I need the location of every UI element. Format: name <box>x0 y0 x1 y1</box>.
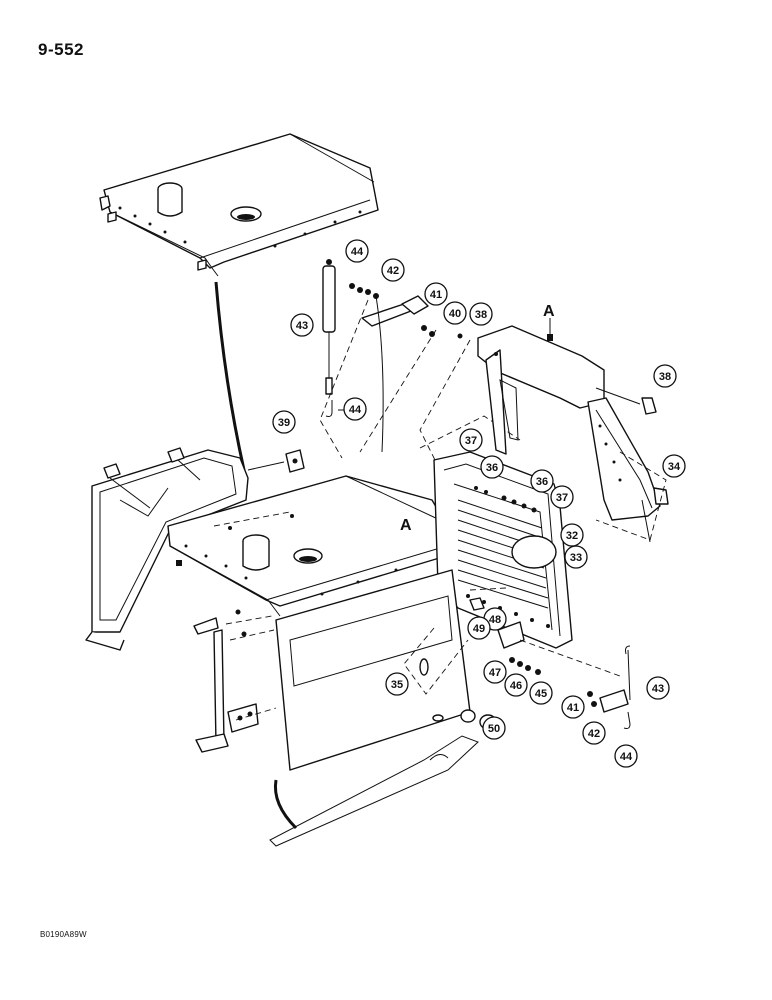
grille-top-cap <box>477 318 605 455</box>
hood-panel-main <box>167 475 453 617</box>
callout-group: 44 42 41 40 38 43 44 39 38 37 36 36 37 34 32 33 48 49 47 46… <box>272 239 686 768</box>
callout-39: 39 <box>272 410 296 434</box>
callout-label: 37 <box>556 492 568 504</box>
drawing-code: B0190A89W <box>40 930 87 939</box>
section-mark-a-upper: A <box>543 303 555 320</box>
callout-43: 43 <box>646 676 670 700</box>
callout-37: 37 <box>459 428 483 452</box>
callout-49: 49 <box>467 616 491 640</box>
callout-label: 41 <box>430 289 442 301</box>
callout-label: 40 <box>449 308 461 320</box>
callout-label: 41 <box>567 702 579 714</box>
callout-42: 42 <box>582 721 606 745</box>
callout-label: 34 <box>668 461 681 473</box>
callout-label: 36 <box>536 476 548 488</box>
callout-circle <box>483 660 507 684</box>
callout-44: 44 <box>343 397 367 421</box>
callout-label: 36 <box>486 462 498 474</box>
callout-38: 38 <box>653 364 677 388</box>
callout-label: 44 <box>349 404 362 416</box>
callout-label: 44 <box>351 246 364 258</box>
callout-circle <box>560 523 584 547</box>
callout-circle <box>480 455 504 479</box>
callout-34: 34 <box>662 454 686 478</box>
callout-label: 35 <box>391 679 403 691</box>
callout-36: 36 <box>530 469 554 493</box>
callout-circle <box>381 258 405 282</box>
latch-39 <box>247 449 305 473</box>
grille-assembly <box>419 415 573 649</box>
callout-circle <box>504 673 528 697</box>
callout-33: 33 <box>564 545 588 569</box>
callout-44: 44 <box>345 239 369 263</box>
callout-label: 42 <box>387 265 399 277</box>
callout-44: 44 <box>614 744 638 768</box>
callout-circle <box>272 410 296 434</box>
callout-40: 40 <box>443 301 467 325</box>
callout-32: 32 <box>560 523 584 547</box>
callout-circle <box>653 364 677 388</box>
callout-circle <box>582 721 606 745</box>
callout-circle <box>385 672 409 696</box>
access-door <box>269 569 497 847</box>
callout-label: 46 <box>510 680 522 692</box>
callout-label: 42 <box>588 728 600 740</box>
callout-label: 43 <box>652 683 664 695</box>
callout-label: 47 <box>489 667 501 679</box>
callout-label: 44 <box>620 751 633 763</box>
callout-circle <box>345 239 369 263</box>
callout-label: 33 <box>570 552 582 564</box>
callout-41: 41 <box>561 695 585 719</box>
callout-38: 38 <box>469 302 493 326</box>
side-panel-right <box>587 387 669 543</box>
callout-46: 46 <box>504 673 528 697</box>
gas-strut-right <box>587 645 631 729</box>
callout-circle <box>482 716 506 740</box>
callout-circle <box>662 454 686 478</box>
callout-label: 39 <box>278 417 290 429</box>
side-frame-left <box>85 447 249 651</box>
callout-circle <box>443 301 467 325</box>
callout-label: 38 <box>659 371 671 383</box>
latch-hardware <box>469 587 621 677</box>
callout-circle <box>467 616 491 640</box>
callout-circle <box>469 302 493 326</box>
hinge-bracket <box>193 609 277 753</box>
callout-label: 49 <box>473 623 485 635</box>
callout-label: 48 <box>489 614 501 626</box>
callout-42: 42 <box>381 258 405 282</box>
callout-label: 32 <box>566 530 578 542</box>
callout-45: 45 <box>529 681 553 705</box>
callout-label: 43 <box>296 320 308 332</box>
callout-36: 36 <box>480 455 504 479</box>
callout-circle <box>529 681 553 705</box>
callout-circle <box>424 282 448 306</box>
callout-label: 38 <box>475 309 487 321</box>
callout-circle <box>530 469 554 493</box>
callout-47: 47 <box>483 660 507 684</box>
callout-circle <box>561 695 585 719</box>
hood-panel-top <box>99 133 379 277</box>
callout-50: 50 <box>482 716 506 740</box>
callout-label: 37 <box>465 435 477 447</box>
callout-circle <box>550 485 574 509</box>
callout-43: 43 <box>290 313 314 337</box>
section-mark-a-lower: A <box>400 517 412 534</box>
callout-circle <box>459 428 483 452</box>
page-number: 9-552 <box>38 40 84 59</box>
callout-37: 37 <box>550 485 574 509</box>
callout-circle <box>343 397 367 421</box>
callout-circle <box>564 545 588 569</box>
callout-35: 35 <box>385 672 409 696</box>
callout-41: 41 <box>424 282 448 306</box>
callout-label: 45 <box>535 688 547 700</box>
callout-label: 50 <box>488 723 500 735</box>
callout-circle <box>646 676 670 700</box>
callout-circle <box>614 744 638 768</box>
gas-strut-left <box>322 259 429 395</box>
callout-circle <box>290 313 314 337</box>
